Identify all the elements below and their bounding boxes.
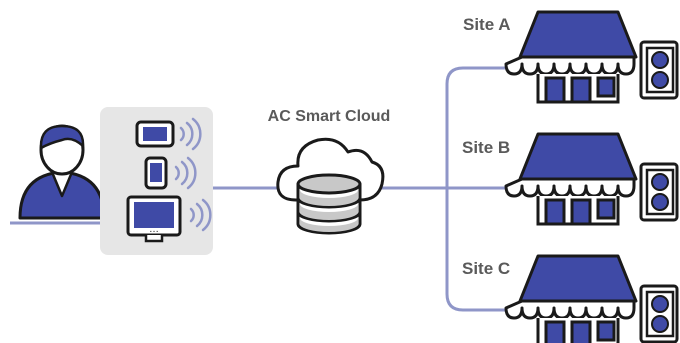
site-a-link bbox=[445, 66, 540, 188]
store-icon bbox=[504, 10, 638, 104]
site-c-label: Site C bbox=[462, 259, 510, 278]
connection-lines bbox=[10, 66, 540, 312]
site-a-label: Site A bbox=[463, 15, 511, 34]
site-c-link bbox=[445, 188, 540, 312]
site-c: Site C bbox=[462, 254, 679, 343]
smartphone-icon bbox=[144, 156, 197, 190]
store-icon bbox=[504, 254, 638, 343]
site-b: Site B bbox=[462, 132, 679, 226]
user-icon bbox=[18, 124, 106, 220]
tablet-icon bbox=[135, 117, 202, 151]
outdoor-ac-unit-icon bbox=[639, 162, 679, 222]
outdoor-ac-unit-icon bbox=[639, 284, 679, 343]
site-a: Site A bbox=[463, 10, 679, 104]
site-b-label: Site B bbox=[462, 138, 510, 157]
computer-monitor-icon: … bbox=[126, 195, 212, 243]
cloud-database-icon bbox=[276, 137, 385, 235]
store-icon bbox=[504, 132, 638, 226]
cloud-label: AC Smart Cloud bbox=[268, 108, 391, 125]
outdoor-ac-unit-icon bbox=[639, 40, 679, 100]
svg-text:…: … bbox=[149, 224, 159, 235]
